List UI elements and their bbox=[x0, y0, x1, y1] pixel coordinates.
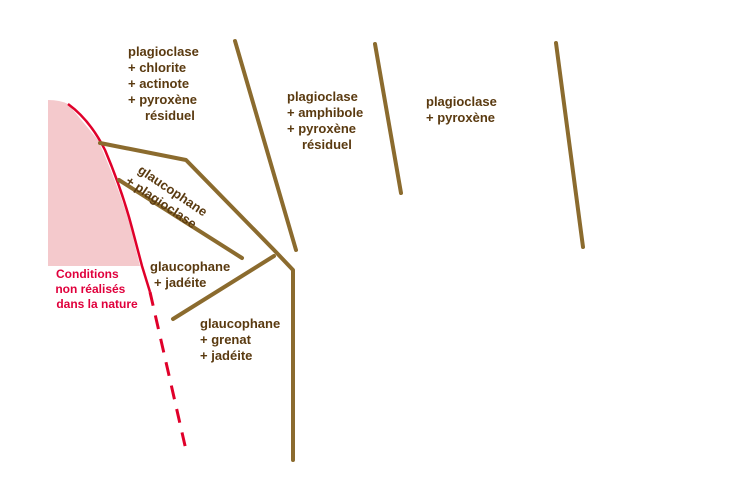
label-zone-top-right: plagioclase + pyroxène bbox=[426, 94, 500, 125]
boundary-glauco-plagio-lower bbox=[117, 178, 244, 260]
label-unrealistic-conditions: Conditions non réalisés dans la nature bbox=[55, 267, 138, 311]
boundary-glauco-upper bbox=[98, 141, 295, 462]
label-zone-top-mid: plagioclase + amphibole + pyroxène résid… bbox=[287, 89, 367, 152]
unrealistic-conditions-area bbox=[48, 100, 140, 266]
boundary-top-right bbox=[554, 41, 585, 249]
limit-line-solid bbox=[67, 102, 152, 293]
label-zone-glauco-grenat: glaucophane + grenat + jadéite bbox=[200, 316, 284, 363]
label-zone-top-left: plagioclase + chlorite + actinote + pyro… bbox=[128, 44, 202, 123]
limit-line-dashed bbox=[148, 291, 188, 451]
label-zone-glauco-plagio: glaucophane + plagioclase bbox=[123, 160, 213, 235]
boundary-top-left bbox=[233, 39, 298, 252]
boundary-jadeite-lower bbox=[171, 254, 276, 321]
boundary-top-mid bbox=[373, 42, 403, 195]
label-zone-glauco-jadeite: glaucophane + jadéite bbox=[150, 259, 234, 290]
